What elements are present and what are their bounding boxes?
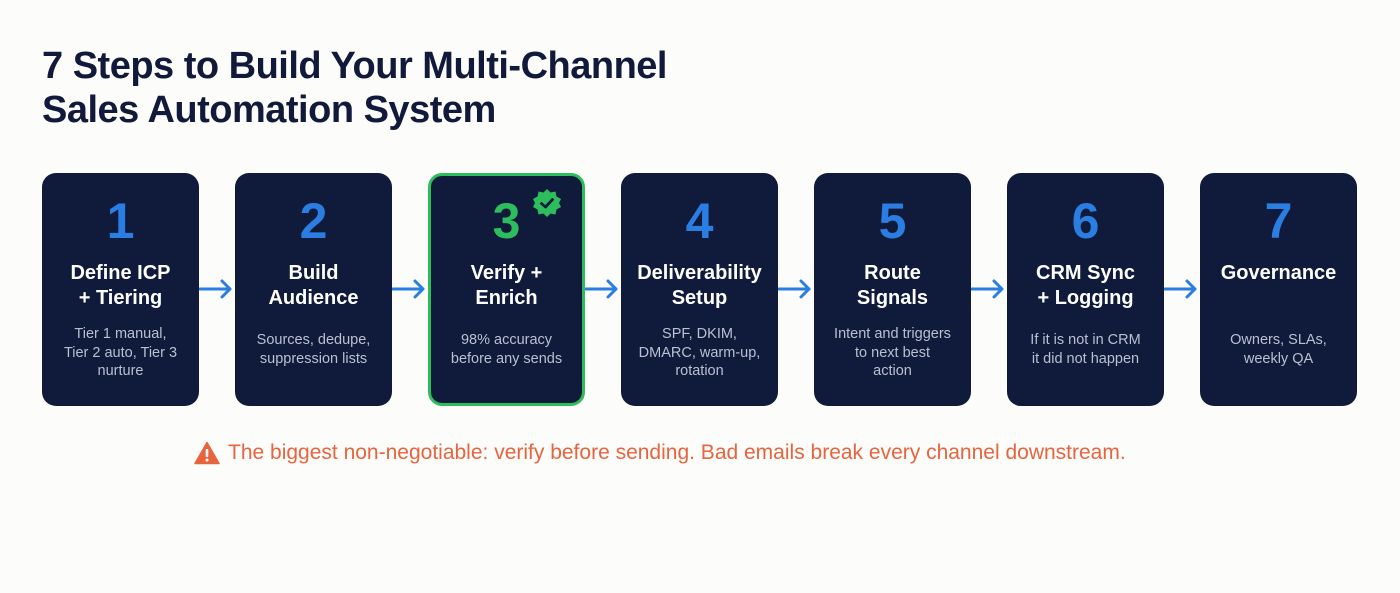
- step-title: Deliverability Setup: [637, 262, 762, 309]
- step-number: 2: [299, 193, 328, 249]
- step-card-2: 2 Build Audience Sources, dedupe, suppre…: [235, 173, 392, 406]
- step-card-3: 3 Verify + Enrich 98% accuracy before an…: [428, 173, 585, 406]
- step-number: 3: [492, 193, 521, 249]
- warning-callout: The biggest non-negotiable: verify befor…: [194, 440, 1126, 466]
- step-title: Build Audience: [268, 262, 359, 309]
- step-title: Governance: [1220, 262, 1337, 284]
- step-number: 7: [1264, 193, 1293, 249]
- warning-triangle-icon: [194, 441, 220, 465]
- step-card-7: 7 Governance Owners, SLAs, weekly QA: [1200, 173, 1357, 406]
- step-description: Intent and triggers to next best action: [834, 326, 951, 379]
- step-title: Route Signals: [856, 262, 929, 309]
- step-title: Define ICP + Tiering: [70, 262, 171, 309]
- step-description: SPF, DKIM, DMARC, warm-up, rotation: [638, 326, 761, 379]
- step-number: 6: [1071, 193, 1100, 249]
- arrow-right-icon: [585, 279, 618, 299]
- step-title: Verify + Enrich: [470, 262, 543, 309]
- step-card-6: 6 CRM Sync + Logging If it is not in CRM…: [1007, 173, 1164, 406]
- step-card-5: 5 Route Signals Intent and triggers to n…: [814, 173, 971, 406]
- title-line-2: Sales Automation System: [42, 89, 496, 131]
- arrow-right-icon: [971, 279, 1004, 299]
- step-description: 98% accuracy before any sends: [450, 332, 563, 367]
- step-description: Tier 1 manual, Tier 2 auto, Tier 3 nurtu…: [63, 326, 178, 379]
- step-number: 5: [878, 193, 907, 249]
- step-description: Owners, SLAs, weekly QA: [1230, 332, 1327, 367]
- arrow-right-icon: [778, 279, 811, 299]
- arrow-right-icon: [199, 279, 232, 299]
- warning-text: The biggest non-negotiable: verify befor…: [228, 441, 1126, 464]
- step-card-4: 4 Deliverability Setup SPF, DKIM, DMARC,…: [621, 173, 778, 406]
- step-card-1: 1 Define ICP + Tiering Tier 1 manual, Ti…: [42, 173, 199, 406]
- page-title: 7 Steps to Build Your Multi-Channel Sale…: [42, 44, 668, 132]
- step-description: Sources, dedupe, suppression lists: [256, 332, 371, 367]
- title-line-1: 7 Steps to Build Your Multi-Channel: [42, 45, 668, 87]
- step-description: If it is not in CRM it did not happen: [1030, 332, 1141, 367]
- arrow-right-icon: [1164, 279, 1197, 299]
- step-number: 1: [106, 193, 135, 249]
- step-title: CRM Sync + Logging: [1036, 262, 1135, 309]
- step-number: 4: [685, 193, 714, 249]
- arrow-right-icon: [392, 279, 425, 299]
- verified-check-badge-icon: [533, 189, 561, 217]
